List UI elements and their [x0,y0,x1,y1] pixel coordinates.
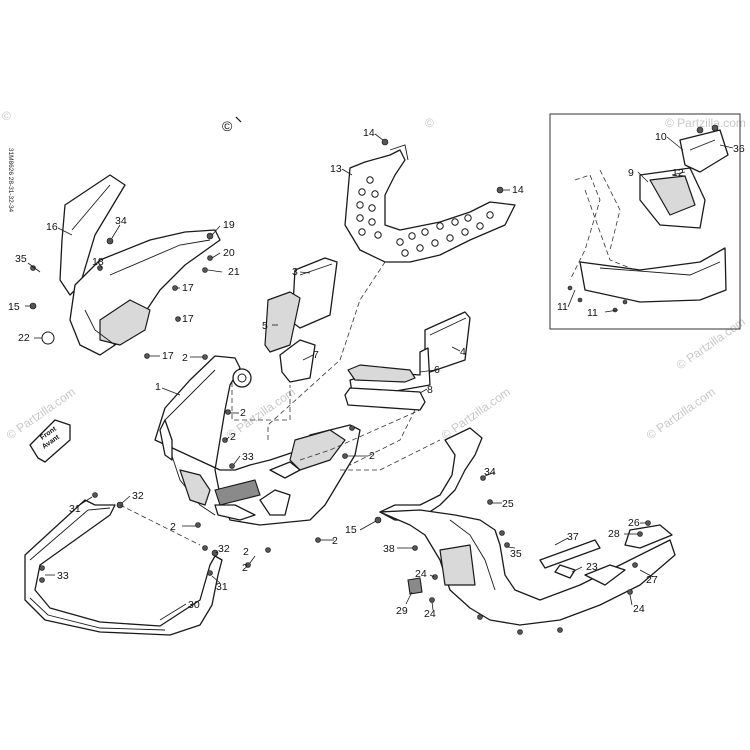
callout: 34 [484,466,496,478]
callout: 34 [115,215,127,227]
callout-labels: 1 2 2 2 2 2 2 2 2 3 4 5 6 7 8 9 10 11 11… [8,127,745,620]
foam-blocks [264,257,471,411]
watermark: © [425,116,434,130]
callout: 8 [427,384,433,396]
callout: 14 [363,127,375,139]
callout: 31 [69,503,81,515]
callout: 13 [330,163,342,175]
callout: 20 [223,247,235,259]
callout: 21 [228,266,240,278]
callout: 11 [587,307,598,319]
watermark: © Partzilla.com [674,315,748,373]
callout: 6 [434,364,440,376]
callout: 32 [218,543,230,555]
callout: 29 [396,605,408,617]
callout: 1 [155,381,161,393]
callout: 28 [608,528,620,540]
callout: 26 [628,517,640,529]
document-id: 31M8626 28-31-32-34 [7,148,14,213]
callout: 15 [345,524,357,536]
callout: 2 [240,407,246,419]
watermark: © Partzilla.com [665,116,746,130]
callout: 36 [733,143,745,155]
callout: 32 [132,490,144,502]
callout: 2 [170,521,176,533]
callout: 12 [672,167,684,179]
callout: 35 [510,548,522,560]
callout: 17 [182,282,194,294]
callout: 17 [182,313,194,325]
callout: 24 [633,603,645,615]
callout: 31 [216,581,228,593]
callout: 7 [313,349,319,361]
callout: 15 [8,301,20,313]
copyright-symbol: © [222,118,233,134]
belly-pan [374,427,676,635]
callout: 37 [567,531,579,543]
callout: 17 [162,350,174,362]
front-bumper-loop [24,492,223,636]
callout: 18 [92,256,104,268]
callout: 22 [18,332,30,344]
callout: 2 [230,431,236,443]
callout: 38 [383,543,395,555]
callout: 30 [188,599,200,611]
callout: 24 [415,568,427,580]
upper-grille [344,138,516,263]
callout: 2 [332,535,338,547]
callout: 23 [586,561,598,573]
inset-detail [567,124,729,313]
callout: 25 [502,498,514,510]
callout: 2 [182,352,188,364]
callout: 5 [262,320,268,332]
front-arrow-tag: Front Avant [29,419,71,463]
callout: 27 [646,574,658,586]
inset-frame [549,113,741,330]
callout: 35 [15,253,27,265]
callout: 19 [223,219,235,231]
main-nose-panel [154,354,361,568]
callout: 11 [557,301,568,313]
callout: 14 [512,184,524,196]
callout: 2 [242,562,248,574]
callout: 33 [57,570,69,582]
callout: 16 [46,221,58,233]
callout: 10 [655,131,667,143]
callout: 9 [628,167,634,179]
left-side-panel [29,174,221,359]
guide-lines [119,261,441,546]
callout: 24 [424,608,436,620]
watermark: © Partzilla.com [644,385,718,443]
callout: 3 [292,266,298,278]
callout: 2 [243,546,249,558]
callout: 4 [460,346,466,358]
callout: 2 [369,450,375,462]
callout: 33 [242,451,254,463]
watermark: © [2,109,11,123]
